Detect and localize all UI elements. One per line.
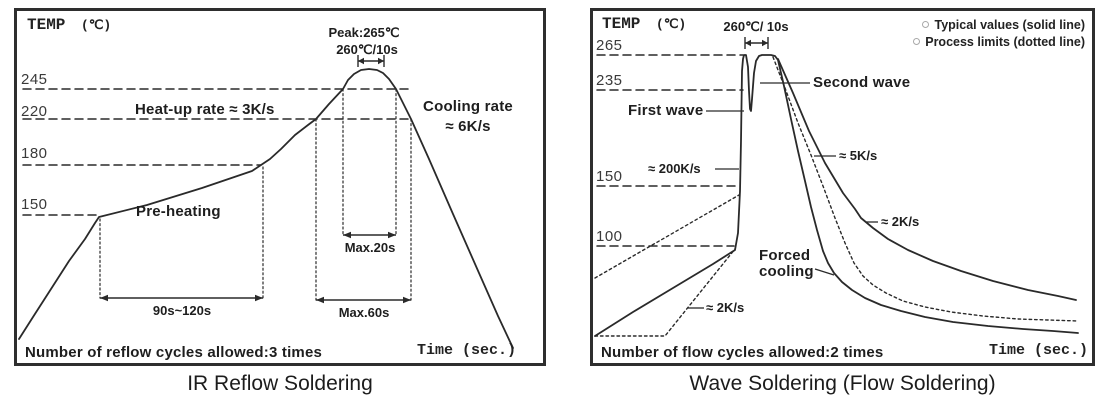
reflow-temp-label: TEMP bbox=[27, 16, 66, 34]
wave-forced-cooling-label: Forced cooling bbox=[759, 248, 814, 280]
legend-row-typical: Typical values (solid line) bbox=[913, 16, 1085, 33]
reflow-x-axis-title: Time (sec.) bbox=[417, 342, 517, 359]
wave-peak-window-label: 260℃/ 10s bbox=[723, 19, 789, 34]
wave-x-axis-title: Time (sec.) bbox=[989, 342, 1089, 359]
wave-rate-5ks-label: ≈ 5K/s bbox=[839, 148, 878, 163]
reflow-tick-220: 220 bbox=[21, 103, 48, 120]
reflow-peak-window-label: 260℃/10s bbox=[336, 42, 398, 57]
wave-legend: Typical values (solid line) Process limi… bbox=[913, 16, 1085, 50]
wave-temp-unit: (℃) bbox=[656, 17, 687, 32]
wave-first-wave-label: First wave bbox=[628, 102, 704, 119]
legend-limits-label: Process limits (dotted line) bbox=[925, 34, 1085, 49]
wave-tick-265: 265 bbox=[596, 37, 623, 54]
reflow-max20s-label: Max.20s bbox=[344, 240, 396, 255]
reflow-preheat-window-label: 90s~120s bbox=[152, 303, 212, 318]
reflow-cooling-rate-label: Cooling rate ≈ 6K/s bbox=[419, 97, 517, 137]
reflow-tick-150: 150 bbox=[21, 196, 48, 213]
legend-typical-label: Typical values (solid line) bbox=[934, 17, 1085, 32]
wave-forced-cooling-line2: cooling bbox=[759, 263, 814, 280]
reflow-cycles-footer: Number of reflow cycles allowed:3 times bbox=[25, 344, 323, 361]
reflow-peak-label: Peak:265℃ bbox=[328, 25, 400, 40]
reflow-cooling-rate-line1: Cooling rate bbox=[423, 98, 513, 115]
wave-rate-200ks-label: ≈ 200K/s bbox=[648, 161, 701, 176]
wave-rate-2ks-upper-label: ≈ 2K/s bbox=[881, 214, 920, 229]
reflow-caption: IR Reflow Soldering bbox=[187, 372, 373, 395]
legend-circle-icon bbox=[922, 21, 930, 28]
reflow-plot-svg bbox=[18, 55, 514, 349]
wave-cycles-footer: Number of flow cycles allowed:2 times bbox=[601, 344, 884, 361]
reflow-tick-180: 180 bbox=[21, 145, 48, 162]
wave-rate-2ks-lower-label: ≈ 2K/s bbox=[706, 300, 745, 315]
wave-chart-frame: TEMP (℃) 260℃/ 10s Typical values (solid… bbox=[590, 8, 1095, 366]
wave-tick-100: 100 bbox=[596, 228, 623, 245]
reflow-max60s-label: Max.60s bbox=[338, 305, 390, 320]
wave-caption: Wave Soldering (Flow Soldering) bbox=[689, 372, 996, 395]
reflow-tick-245: 245 bbox=[21, 71, 48, 88]
reflow-temp-unit: (℃) bbox=[81, 18, 112, 33]
reflow-preheating-label: Pre-heating bbox=[136, 203, 221, 220]
wave-forced-cooling-line1: Forced bbox=[759, 247, 811, 264]
wave-tick-235: 235 bbox=[596, 72, 623, 89]
legend-row-limits: Process limits (dotted line) bbox=[913, 33, 1085, 50]
wave-plot-svg bbox=[594, 37, 1079, 337]
legend-circle-icon bbox=[913, 38, 921, 45]
reflow-chart-frame: TEMP (℃) 245 220 180 150 Heat-up rate ≈ … bbox=[14, 8, 546, 366]
wave-y-axis-title: TEMP (℃) bbox=[602, 15, 686, 33]
wave-temp-label: TEMP bbox=[602, 15, 641, 33]
wave-second-wave-label: Second wave bbox=[813, 74, 911, 91]
reflow-cooling-rate-line2: ≈ 6K/s bbox=[445, 118, 491, 135]
wave-tick-150: 150 bbox=[596, 168, 623, 185]
reflow-heat-up-rate-label: Heat-up rate ≈ 3K/s bbox=[135, 101, 275, 118]
reflow-y-axis-title: TEMP (℃) bbox=[27, 16, 111, 34]
